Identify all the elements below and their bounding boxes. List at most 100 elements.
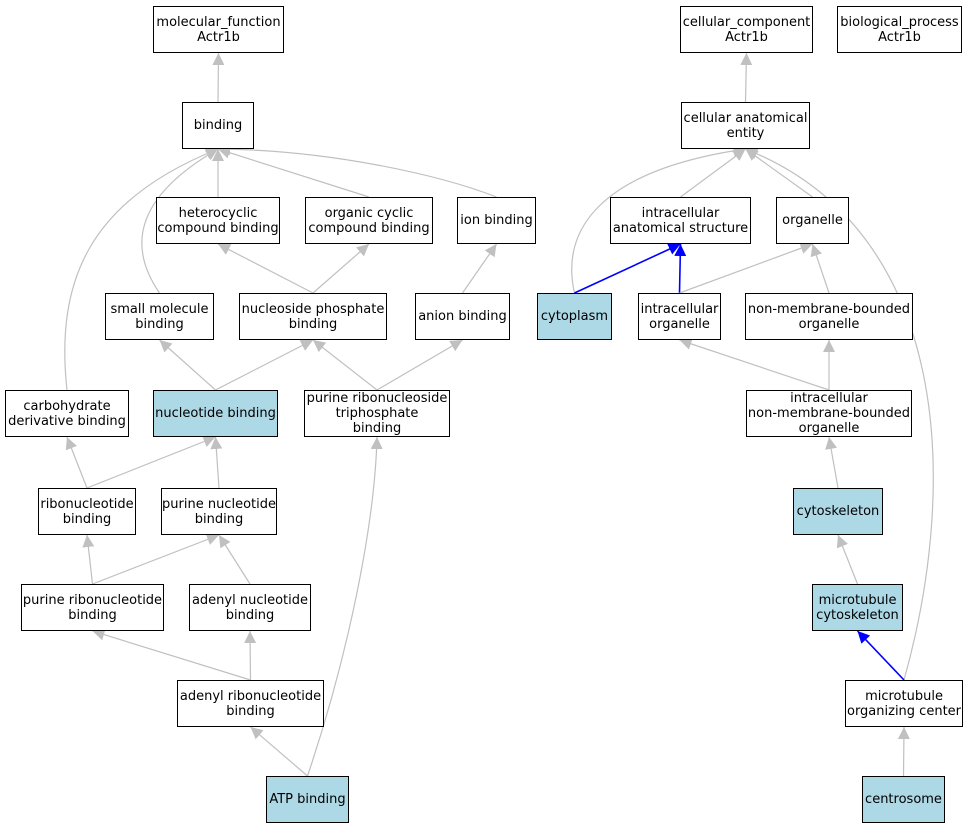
term-label: ATP binding: [269, 792, 346, 807]
edge-anion-to-ion: [462, 243, 497, 294]
term-label: binding: [194, 511, 244, 527]
term-node-ion[interactable]: ion binding: [457, 197, 536, 244]
term-label: non-membrane-bounded: [747, 406, 911, 421]
term-label: nucleoside phosphate: [241, 301, 385, 317]
term-node-atp[interactable]: ATP binding: [266, 776, 349, 823]
edge-atp-to-adenylribo: [250, 726, 308, 777]
edge-mtoc-to-cae: [745, 147, 934, 681]
edge-intorg-to-ias: [674, 243, 687, 294]
edge-orgcyc-to-binding: [217, 146, 370, 198]
term-label: heterocyclic: [178, 205, 258, 221]
edge-cytoplasm-to-ias: [574, 243, 681, 294]
term-label: cytoskeleton: [816, 607, 899, 623]
edge-purribo-to-ribonuc: [82, 534, 95, 585]
edge-nucbind-to-nucphos: [215, 339, 314, 391]
term-label: cytoplasm: [540, 309, 609, 324]
term-label: cellular_component: [682, 14, 811, 30]
term-label: organelle: [798, 316, 860, 332]
term-node-organelle[interactable]: organelle: [776, 197, 849, 244]
term-label: microtubule: [865, 688, 943, 704]
term-label: adenyl ribonucleotide: [179, 688, 322, 704]
edge-binding-to-mf: [212, 52, 225, 103]
edge-ion-to-binding: [217, 143, 497, 198]
term-label: binding: [288, 316, 338, 332]
edge-purribo-to-purnuc: [92, 533, 220, 585]
term-label: binding: [225, 607, 275, 623]
term-label: binding: [68, 607, 117, 623]
term-label: compound binding: [308, 220, 430, 236]
term-label: purine ribonucleoside: [306, 391, 448, 406]
term-label: centrosome: [865, 792, 942, 807]
term-label: cytoskeleton: [796, 504, 880, 519]
edge-prnt-to-anion: [376, 339, 463, 391]
edge-nucphos-to-orgcyc: [312, 243, 370, 294]
term-label: binding: [352, 421, 402, 436]
term-label: ion binding: [460, 213, 533, 228]
term-label: nucleotide binding: [155, 406, 276, 421]
term-node-centrosome[interactable]: centrosome: [862, 776, 945, 823]
edge-nucphos-to-hetero: [217, 243, 314, 294]
term-label: organelle: [798, 421, 860, 436]
edge-inmbo-to-intorg: [679, 338, 830, 391]
edge-smallmol-to-binding: [141, 148, 219, 294]
term-label: purine ribonucleotide: [22, 592, 163, 608]
term-node-cytoskel[interactable]: cytoskeleton: [793, 488, 883, 535]
edge-organelle-to-cae: [745, 148, 813, 198]
term-label: intracellular: [640, 301, 719, 317]
term-node-nucbind[interactable]: nucleotide binding: [153, 390, 278, 437]
term-label: binding: [135, 316, 184, 332]
term-label: intracellular: [790, 391, 868, 406]
edge-ribonuc-to-nucbind: [86, 435, 216, 489]
term-label: organizing center: [846, 703, 962, 719]
edge-centrosome-to-mtoc: [897, 726, 910, 777]
term-label: cellular anatomical: [683, 110, 808, 126]
edge-nmbo-to-organelle: [810, 243, 830, 294]
term-label: binding: [226, 703, 275, 719]
term-node-anion[interactable]: anion binding: [415, 293, 510, 340]
term-label: intracellular: [641, 205, 720, 221]
term-label: binding: [62, 511, 112, 527]
edge-cytoplasm-to-cae: [571, 144, 746, 294]
term-label: organelle: [649, 316, 710, 332]
term-label: binding: [193, 118, 243, 133]
edge-cae-to-cc: [740, 52, 753, 103]
edge-purnuc-to-nucbind: [210, 436, 223, 489]
term-node-binding[interactable]: binding: [182, 102, 254, 149]
edge-mtcyto-to-cytoskel: [836, 534, 859, 585]
term-label: Actr1b: [878, 29, 921, 45]
edge-carbo-to-binding: [64, 147, 219, 391]
term-node-cytoplasm[interactable]: cytoplasm: [537, 293, 612, 340]
term-label: anion binding: [418, 309, 507, 324]
term-label: triphosphate: [335, 406, 419, 421]
edge-ias-to-cae: [680, 148, 746, 198]
term-label: anatomical structure: [612, 220, 749, 236]
edge-mtoc-to-mtcyto: [856, 630, 905, 681]
term-label: molecular_function: [156, 14, 281, 30]
edge-intorg-to-organelle: [679, 242, 813, 294]
term-label: Actr1b: [197, 29, 240, 45]
term-label: purine nucleotide: [162, 496, 276, 512]
